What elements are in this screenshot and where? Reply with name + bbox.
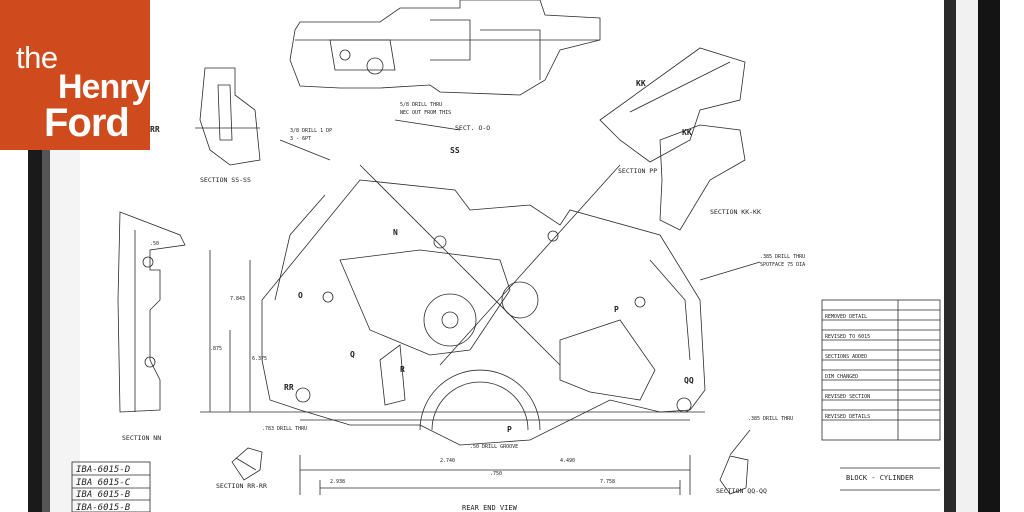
svg-text:.750: .750 bbox=[490, 471, 502, 477]
section-oo-label: SECT. O-O bbox=[455, 124, 490, 132]
section-rr-label: SECTION RR-RR bbox=[216, 482, 267, 490]
view-label: REAR END VIEW bbox=[462, 504, 518, 512]
part-number-2: IBA 6015-C bbox=[76, 478, 131, 488]
svg-text:3/8 DRILL 1 DP: 3/8 DRILL 1 DP bbox=[290, 128, 332, 134]
marker-o: O bbox=[298, 291, 303, 300]
section-qq-label: SECTION QQ-QQ bbox=[716, 487, 767, 495]
svg-text:5/8 DRILL THRU: 5/8 DRILL THRU bbox=[400, 102, 442, 108]
svg-text:DIM CHANGED: DIM CHANGED bbox=[825, 374, 858, 380]
svg-text:4.490: 4.490 bbox=[560, 458, 575, 464]
henry-ford-logo: the Henry Ford bbox=[0, 0, 150, 150]
section-pp-label: SECTION PP bbox=[618, 167, 657, 175]
svg-text:SECTIONS ADDED: SECTIONS ADDED bbox=[825, 354, 867, 360]
section-ss-label: SECTION SS-SS bbox=[200, 176, 251, 184]
logo-word-the: the bbox=[16, 40, 58, 75]
drawing-title: BLOCK - CYLINDER bbox=[846, 474, 914, 482]
marker-p-1: P bbox=[614, 305, 619, 314]
svg-text:SPOTFACE 75 DIA: SPOTFACE 75 DIA bbox=[760, 262, 805, 268]
marker-r: R bbox=[400, 365, 405, 374]
section-nn-label: SECTION NN bbox=[122, 434, 161, 442]
part-number-4: IBA-6015-B bbox=[76, 503, 131, 512]
svg-text:2.740: 2.740 bbox=[440, 458, 455, 464]
part-number-3: IBA 6015-B bbox=[76, 490, 131, 500]
svg-text:REVISED TO 6015: REVISED TO 6015 bbox=[825, 334, 870, 340]
svg-text:.50 DRILL GROOVE: .50 DRILL GROOVE bbox=[470, 444, 518, 450]
section-kk-label: SECTION KK-KK bbox=[710, 208, 761, 216]
svg-text:7.758: 7.758 bbox=[600, 479, 615, 485]
marker-ss: SS bbox=[450, 146, 460, 155]
logo-word-henry: Henry bbox=[58, 68, 150, 106]
svg-text:3 - 6PT: 3 - 6PT bbox=[290, 136, 311, 142]
marker-kk-2: KK bbox=[682, 128, 692, 137]
svg-text:NEC OUT FROM THIS: NEC OUT FROM THIS bbox=[400, 110, 451, 116]
svg-text:.385 DRILL THRU: .385 DRILL THRU bbox=[760, 254, 805, 260]
svg-text:6.375: 6.375 bbox=[252, 356, 267, 362]
svg-text:.783 DRILL THRU: .783 DRILL THRU bbox=[262, 426, 307, 432]
svg-text:REVISED DETAILS: REVISED DETAILS bbox=[825, 414, 870, 420]
svg-text:.50: .50 bbox=[150, 241, 159, 247]
svg-text:REMOVED DETAIL: REMOVED DETAIL bbox=[825, 314, 867, 320]
marker-q: Q bbox=[350, 350, 355, 359]
svg-text:.385 DRILL THRU: .385 DRILL THRU bbox=[748, 416, 793, 422]
svg-text:7.843: 7.843 bbox=[230, 296, 245, 302]
marker-n: N bbox=[393, 228, 398, 237]
marker-kk-1: KK bbox=[636, 79, 646, 88]
svg-text:.875: .875 bbox=[210, 346, 222, 352]
logo-word-ford: Ford bbox=[44, 101, 130, 145]
marker-qq: QQ bbox=[684, 376, 694, 385]
marker-rr-1: RR bbox=[284, 383, 294, 392]
svg-text:REVISED SECTION: REVISED SECTION bbox=[825, 394, 870, 400]
svg-text:2.938: 2.938 bbox=[330, 479, 345, 485]
part-number-1: IBA-6015-D bbox=[76, 465, 130, 475]
marker-p-2: P bbox=[507, 425, 512, 434]
marker-rr-2: RR bbox=[150, 125, 160, 134]
